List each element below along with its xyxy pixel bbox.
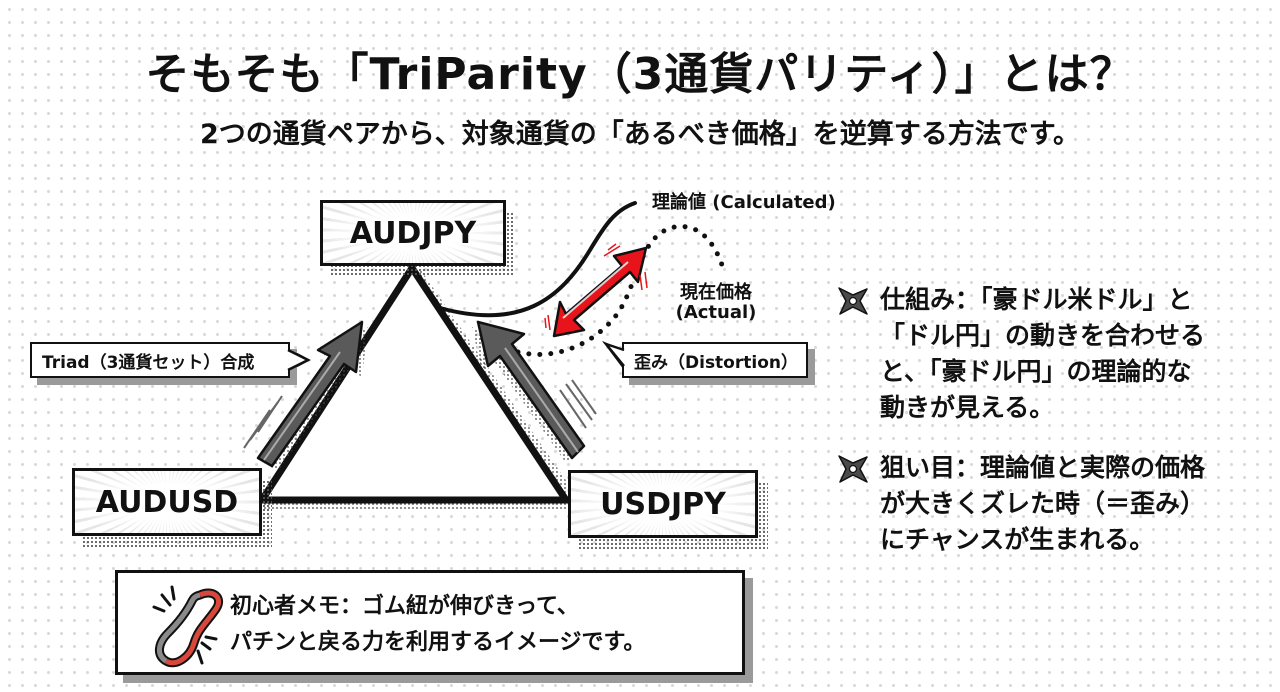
gray-arrow-icon-right [472,320,597,463]
triad-callout-pointer [287,347,311,373]
bullet-line: が大きくズレた時（＝歪み） [880,489,1206,518]
bullet-mechanism: 仕組み：「豪ドル米ドル」と 「ドル円」の動きを合わせる と、「豪ドル円」の理論的… [836,282,1256,432]
calculated-curve [438,201,637,318]
distortion-label: 歪み（Distortion） [634,352,798,373]
bullet-line: 動きが見える。 [880,393,1055,422]
beginner-memo-text: 初心者メモ：ゴム紐が伸びきって、 パチンと戻る力を利用するイメージです。 [230,589,740,661]
bullet-target-text: 狙い目：理論値と実際の価格 が大きくズレた時（＝歪み） にチャンスが生まれる。 [880,450,1260,558]
bullet-mechanism-text: 仕組み：「豪ドル米ドル」と 「ドル円」の動きを合わせる と、「豪ドル円」の理論的… [880,282,1260,426]
bullet-line: と、「豪ドル円」の理論的な [880,357,1192,386]
shuriken-icon [838,287,868,315]
bullet-line: にチャンスが生まれる。 [880,525,1155,554]
bullet-line: 狙い目：理論値と実際の価格 [880,453,1206,482]
bullet-line: 「ドル円」の動きを合わせる [880,321,1206,350]
calculated-label: 理論値 (Calculated) [652,192,836,213]
node-audusd: AUDUSD [72,468,262,536]
page-subtitle: 2つの通貨ペアから、対象通貨の「あるべき価格」を逆算する方法です。 [199,119,1081,150]
node-audusd-label: AUDUSD [95,484,239,520]
node-audjpy-label: AUDJPY [349,215,477,251]
actual-label-line1: 現在価格 [680,282,752,303]
node-usdjpy: USDJPY [568,470,758,538]
gray-arrow-icon-left [243,320,368,471]
beginner-memo-box: 初心者メモ：ゴム紐が伸びきって、 パチンと戻る力を利用するイメージです。 [115,570,745,675]
bullet-line: 仕組み：「豪ドル米ドル」と [880,285,1193,314]
actual-label-line2: (Actual) [675,302,757,323]
page-title: そもそも「TriParity（3通貨パリティ）」とは？ [145,49,1135,100]
bullet-target: 狙い目：理論値と実際の価格 が大きくズレた時（＝歪み） にチャンスが生まれる。 [836,450,1256,565]
actual-dotted-curve [515,224,725,357]
red-double-arrow-icon [544,243,648,338]
node-audjpy: AUDJPY [320,200,506,266]
node-usdjpy-label: USDJPY [600,486,726,522]
rubber-band-icon [152,585,224,668]
memo-line-1: 初心者メモ：ゴム紐が伸びきって、 [230,594,579,619]
distortion-callout: 歪み（Distortion） [622,342,808,378]
triad-label: Triad（3通貨セット）合成 [42,352,255,373]
shuriken-icon [838,455,868,483]
memo-line-2: パチンと戻る力を利用するイメージです。 [230,630,646,655]
triad-callout: Triad（3通貨セット）合成 [30,342,290,378]
